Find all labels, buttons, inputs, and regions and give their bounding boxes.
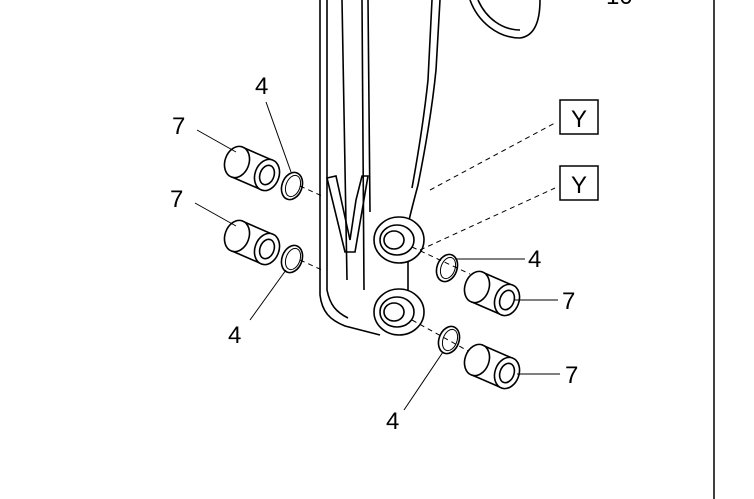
callout-10-partial: 10 <box>606 0 633 10</box>
ring-right-top <box>435 253 459 283</box>
ring-right-bottom <box>437 325 461 355</box>
callout-7-left-bottom: 7 <box>170 186 183 213</box>
bushing-right-top <box>463 270 521 317</box>
callout-4-right-top: 4 <box>528 246 541 273</box>
bushing-right-bottom <box>463 343 521 390</box>
v-notch <box>326 175 369 253</box>
hose-loop <box>469 0 541 39</box>
lower-bore <box>373 288 425 336</box>
callout-4-left-top: 4 <box>255 73 268 100</box>
ref-box-y-1: Y <box>559 99 599 135</box>
bushing-left-top <box>223 145 281 192</box>
ring-left-top <box>280 171 304 201</box>
svg-text:Y: Y <box>571 106 587 133</box>
callout-4-right-bottom: 4 <box>386 408 399 435</box>
upper-bore <box>373 216 425 264</box>
ref-box-y-2: Y <box>559 165 599 201</box>
ring-left-bottom <box>280 244 304 274</box>
callout-7-right-top: 7 <box>562 288 575 315</box>
arm-body <box>319 0 441 336</box>
callout-4-left-bottom: 4 <box>228 322 241 349</box>
svg-text:Y: Y <box>571 172 587 199</box>
bushing-left-bottom <box>223 219 281 266</box>
callout-7-left-top: 7 <box>172 113 185 140</box>
callout-7-right-bottom: 7 <box>565 362 578 389</box>
